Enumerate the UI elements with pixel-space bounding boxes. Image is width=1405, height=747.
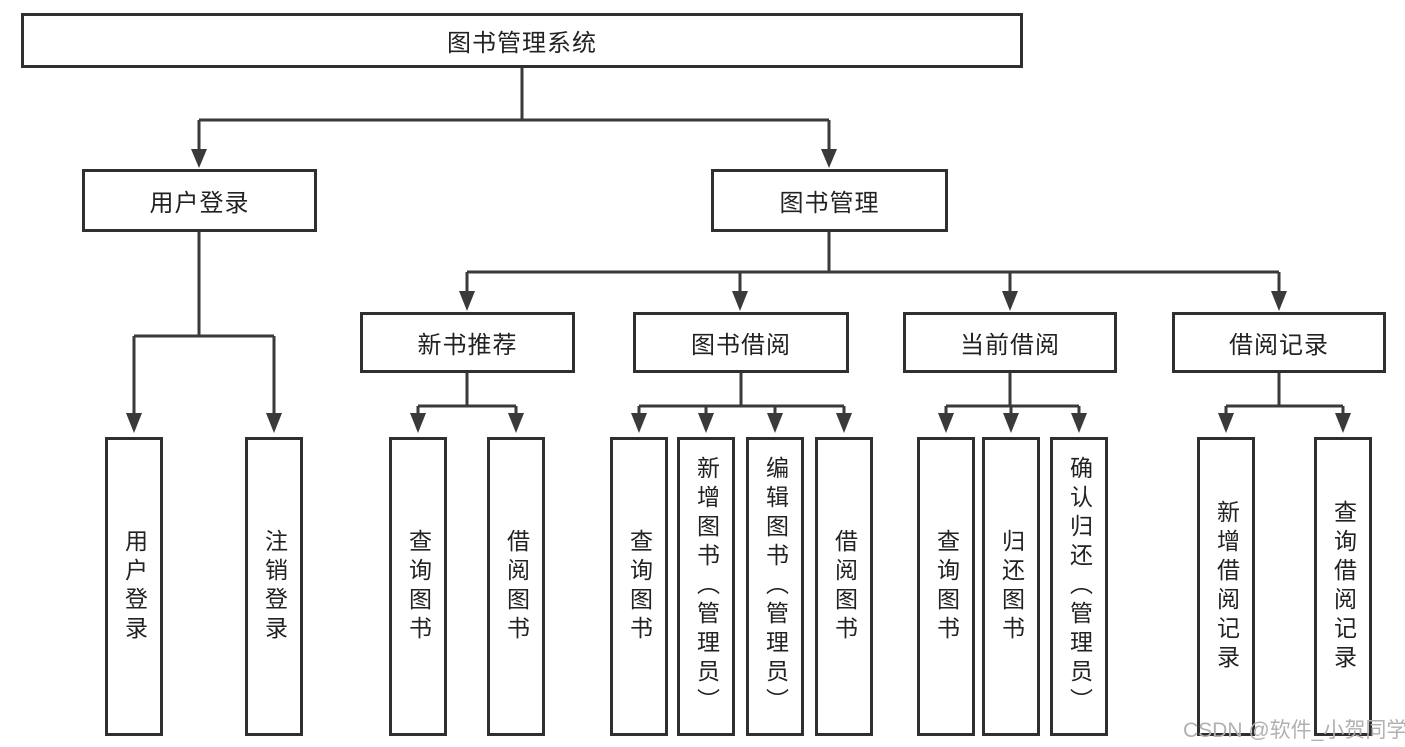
node-borrow-records: 借阅记录 — [1172, 312, 1386, 373]
leaf-confirm-return-admin-label: 确认归还（管理员） — [1066, 456, 1093, 717]
node-book-borrow: 图书借阅 — [633, 312, 849, 373]
leaf-borrow-edit-admin-label: 编辑图书（管理员） — [762, 456, 789, 717]
csdn-watermark: CSDN @软件_小贺同学 — [1183, 719, 1405, 742]
leaf-confirm-return-admin: 确认归还（管理员） — [1050, 437, 1108, 736]
leaf-newbooks-query: 查询图书 — [389, 437, 447, 736]
leaf-current-query: 查询图书 — [917, 437, 975, 736]
node-borrow-records-label: 借阅记录 — [1229, 332, 1329, 359]
node-user-login-label: 用户登录 — [149, 190, 250, 217]
leaf-borrow-query-label: 查询图书 — [626, 528, 653, 645]
leaf-return-book: 归还图书 — [982, 437, 1040, 736]
leaf-borrow-edit-admin: 编辑图书（管理员） — [746, 437, 804, 736]
node-new-books-label: 新书推荐 — [417, 332, 518, 359]
leaf-borrow-add-admin: 新增图书（管理员） — [677, 437, 735, 736]
leaf-borrow-book: 借阅图书 — [815, 437, 873, 736]
node-new-books: 新书推荐 — [360, 312, 575, 373]
node-book-mgmt: 图书管理 — [711, 169, 948, 232]
leaf-add-record-label: 新增借阅记录 — [1213, 499, 1240, 674]
leaf-return-book-label: 归还图书 — [998, 528, 1025, 645]
leaf-query-record-label: 查询借阅记录 — [1330, 499, 1357, 674]
node-book-borrow-label: 图书借阅 — [691, 332, 791, 359]
node-root: 图书管理系统 — [21, 13, 1023, 68]
leaf-user-login: 用户登录 — [105, 437, 163, 736]
leaf-logout-label: 注销登录 — [261, 528, 288, 645]
leaf-borrow-query: 查询图书 — [610, 437, 668, 736]
arrowheads — [126, 149, 1351, 433]
node-current-borrow: 当前借阅 — [903, 312, 1117, 373]
connector-paths — [132, 68, 1345, 415]
leaf-user-login-label: 用户登录 — [121, 528, 148, 645]
node-root-label: 图书管理系统 — [447, 30, 597, 57]
node-user-login: 用户登录 — [82, 169, 317, 232]
leaf-newbooks-borrow: 借阅图书 — [487, 437, 545, 736]
leaf-borrow-add-admin-label: 新增图书（管理员） — [693, 456, 720, 717]
leaf-newbooks-borrow-label: 借阅图书 — [503, 528, 530, 645]
leaf-current-query-label: 查询图书 — [933, 528, 960, 645]
node-current-borrow-label: 当前借阅 — [960, 332, 1060, 359]
leaf-add-record: 新增借阅记录 — [1197, 437, 1255, 736]
leaf-query-record: 查询借阅记录 — [1314, 437, 1372, 736]
leaf-borrow-book-label: 借阅图书 — [831, 528, 858, 645]
node-book-mgmt-label: 图书管理 — [779, 190, 880, 217]
leaf-logout: 注销登录 — [245, 437, 303, 736]
leaf-newbooks-query-label: 查询图书 — [405, 528, 432, 645]
